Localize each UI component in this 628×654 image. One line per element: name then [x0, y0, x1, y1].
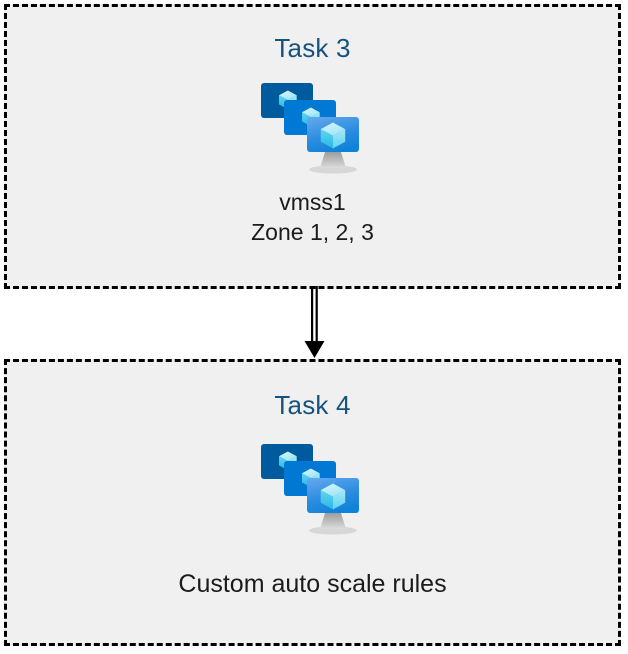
arrow-task3-to-task4 [296, 286, 332, 360]
task-3-title: Task 3 [274, 33, 351, 63]
vmss-stacked-monitors-icon [253, 77, 373, 177]
autoscale-rules-label: Custom auto scale rules [178, 570, 447, 598]
task-box-task-3[interactable]: Task 3 [4, 4, 621, 289]
task-4-title: Task 4 [274, 390, 351, 420]
vmss-stacked-monitors-icon [253, 438, 373, 538]
vmss-name-label: vmss1 [279, 189, 346, 215]
vmss-zones-label: Zone 1, 2, 3 [251, 219, 374, 245]
task-box-task-4[interactable]: Task 4 [4, 359, 621, 646]
